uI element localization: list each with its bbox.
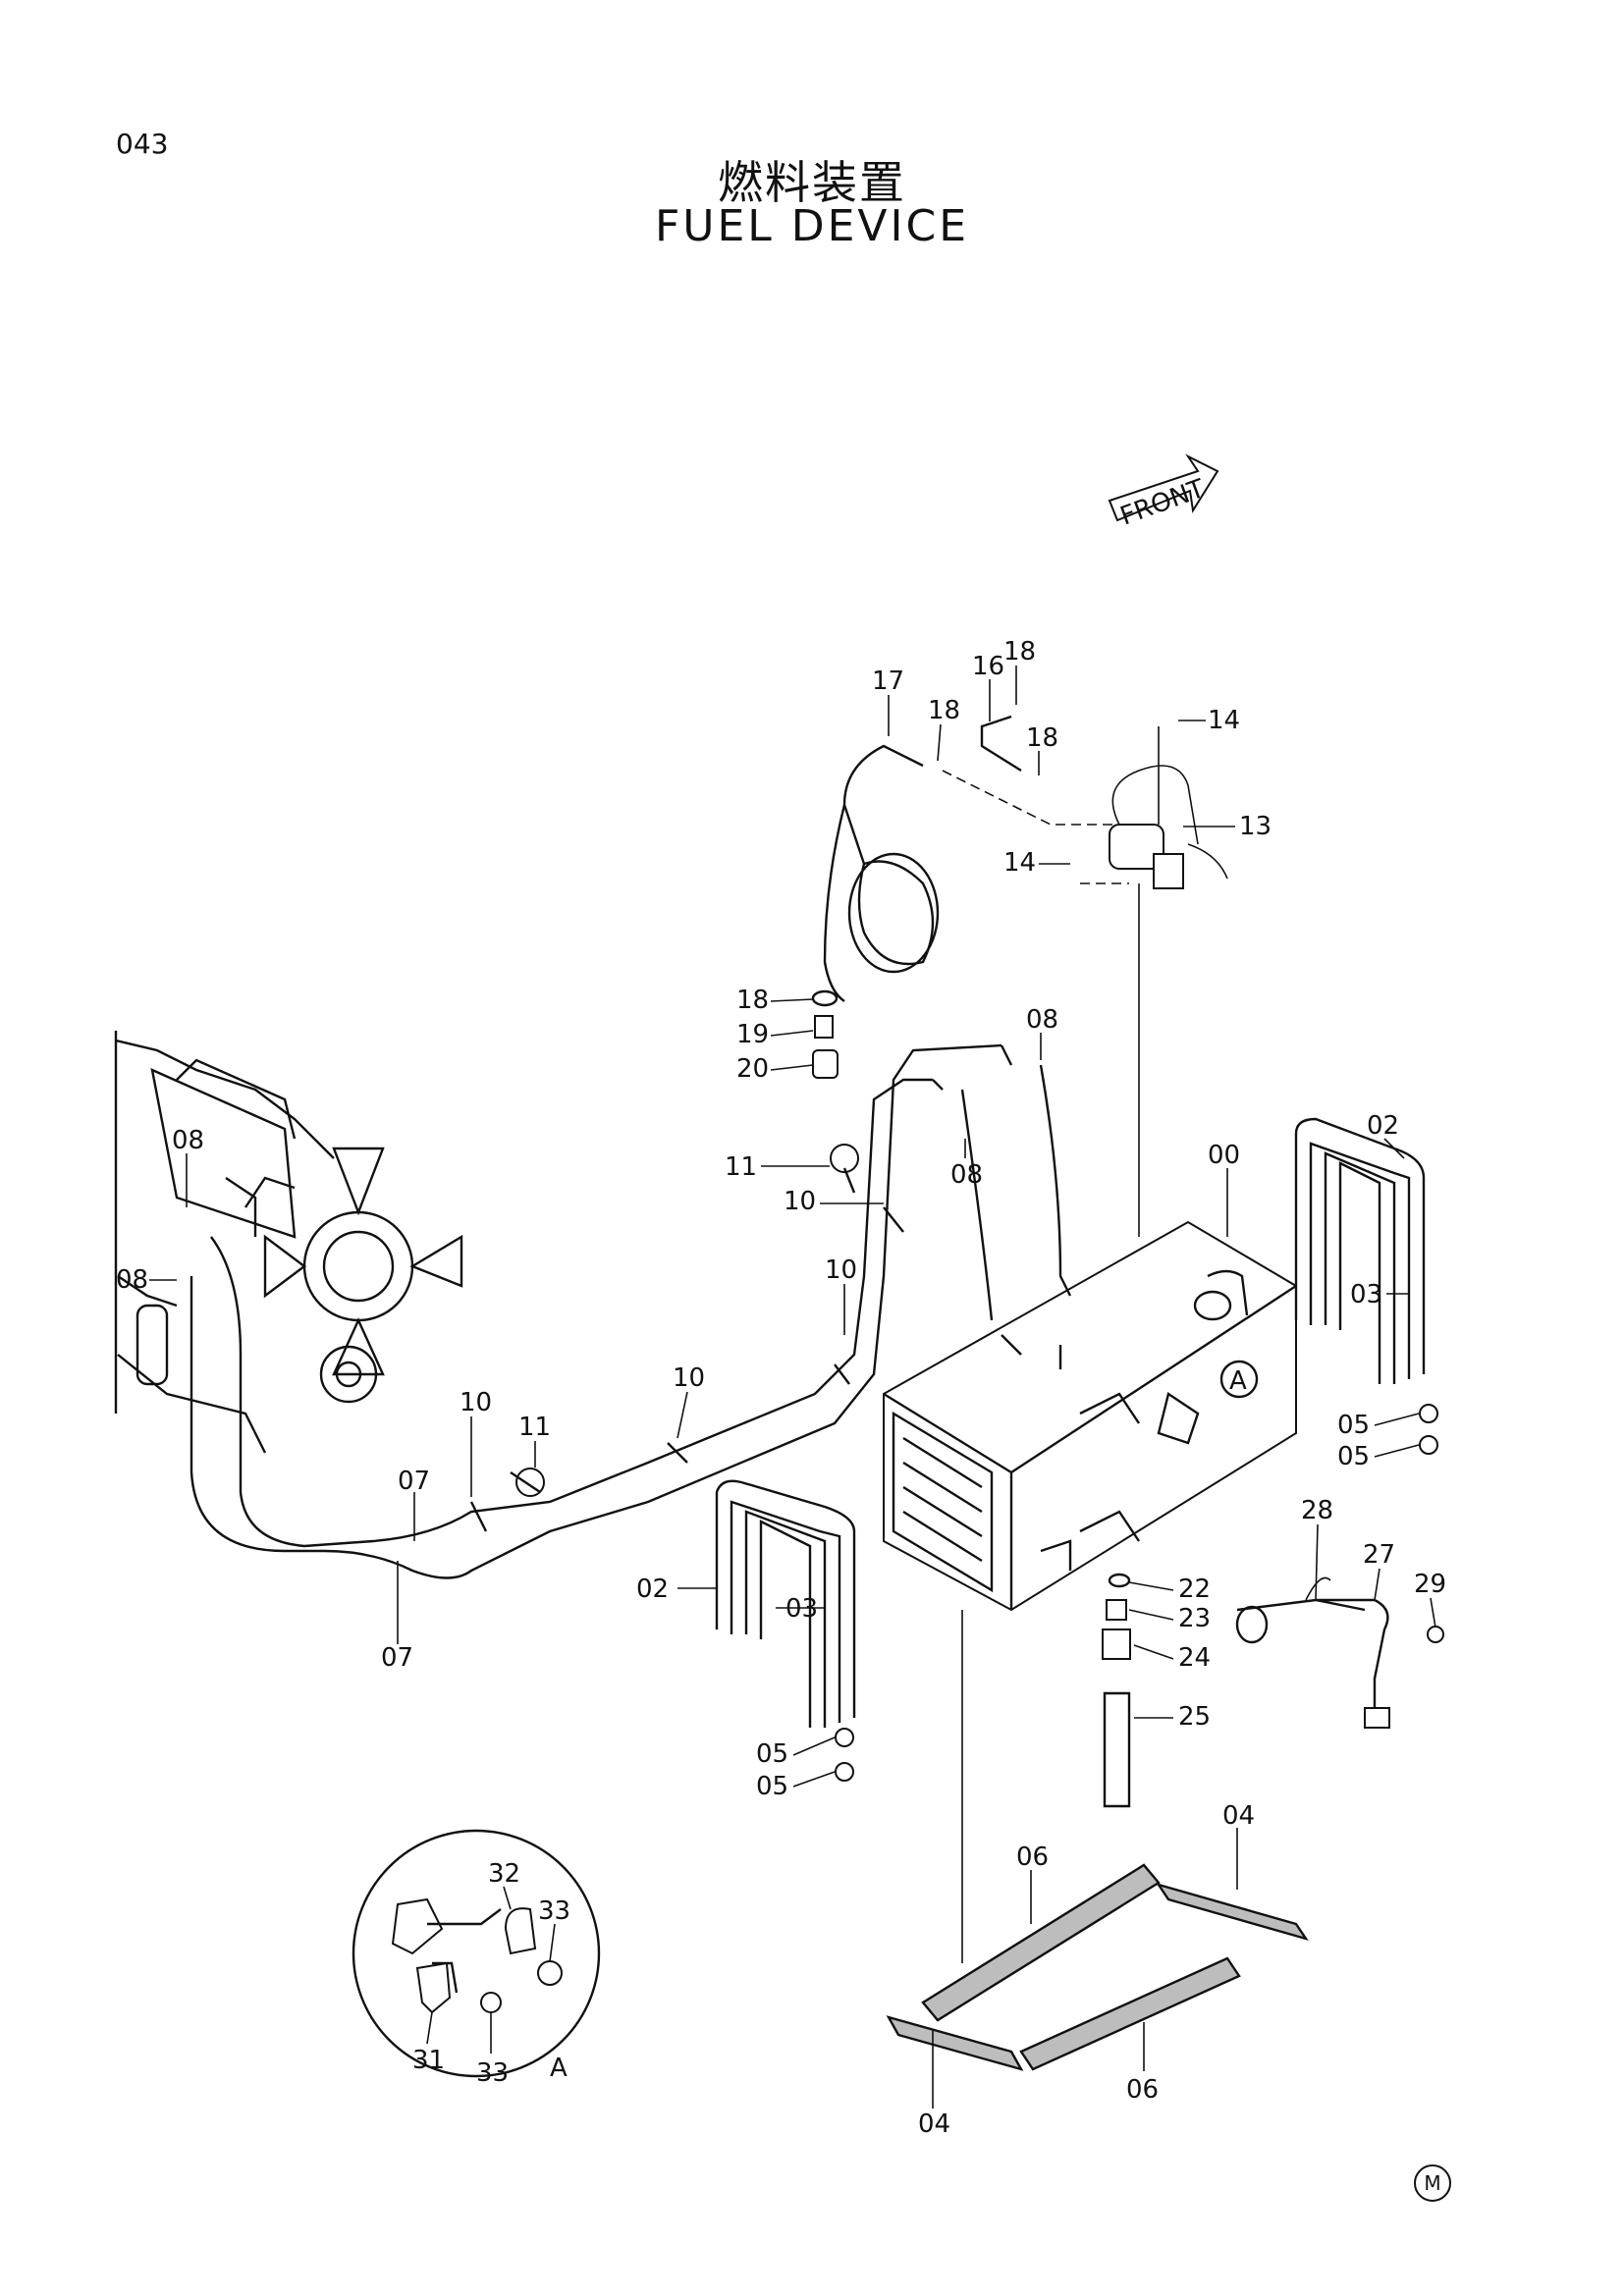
label-03-left: 03 [785,1594,818,1624]
nuts-05 [835,1404,1438,1782]
callout-letter: A [1229,1366,1247,1396]
label-08-c: 08 [1026,1005,1058,1035]
label-04-left: 04 [918,2109,950,2139]
label-19: 19 [736,1020,769,1049]
label-22: 22 [1178,1575,1211,1604]
label-05-c: 05 [756,1739,788,1769]
label-05-d: 05 [756,1772,788,1801]
label-28: 28 [1301,1496,1333,1525]
label-25: 25 [1178,1702,1211,1732]
leader-lines [149,666,1436,2109]
label-13: 13 [1239,812,1272,841]
fuel-pipes [189,1043,1013,1579]
fittings-18-19-20 [811,989,839,1079]
label-18-d: 18 [736,986,769,1015]
detail-callout: A [1219,1360,1259,1399]
label-07-upper: 07 [398,1467,430,1496]
fuel-tank-00 [883,1220,1297,1612]
level-sensor [1235,1576,1444,1729]
label-08-engine-a: 08 [172,1126,204,1155]
clamps-bolts [469,1144,904,1532]
label-10-d: 10 [460,1388,492,1417]
pipe-16 [980,715,1022,773]
label-17: 17 [872,667,904,696]
front-arrow: FRONT [1108,454,1219,532]
label-29: 29 [1414,1570,1446,1599]
pads [886,1610,1309,2071]
title-english: FUEL DEVICE [654,201,970,251]
label-10-b: 10 [825,1255,857,1285]
tank-return-lines [960,1064,1072,1321]
label-33-upper: 33 [538,1896,570,1926]
drain-assembly [1102,1573,1131,1808]
label-05-b: 05 [1337,1442,1370,1471]
label-07-lower: 07 [381,1643,413,1673]
page-number: 043 [116,128,169,160]
label-14-upper: 14 [1208,706,1240,735]
label-06-left: 06 [1016,1842,1049,1872]
label-10-a: 10 [784,1187,816,1216]
u-bolt-left [715,1479,856,1728]
label-10-c: 10 [673,1363,705,1393]
label-18-b: 18 [928,696,960,725]
part-labels: 00 02 03 02 03 04 04 05 05 05 05 06 06 0… [116,637,1446,2139]
label-33-lower: 33 [476,2058,509,2088]
label-02-left: 02 [636,1575,669,1604]
label-20: 20 [736,1054,769,1084]
label-31: 31 [412,2046,445,2075]
pipe-17-coil [823,744,940,1002]
footer-mark: M [1414,2164,1451,2202]
label-11-a: 11 [725,1152,757,1182]
label-23: 23 [1178,1604,1211,1633]
fuel-pump-13 [1109,765,1228,889]
label-06-right: 06 [1126,2075,1159,2105]
label-08-engine-b: 08 [116,1265,148,1295]
label-08-d: 08 [950,1160,983,1190]
label-00: 00 [1208,1141,1240,1170]
u-bolt-right [1294,1117,1426,1384]
label-32: 32 [488,1859,520,1889]
label-11-b: 11 [518,1413,551,1442]
label-03-right: 03 [1350,1280,1382,1309]
label-02-right: 02 [1367,1111,1399,1141]
engine [114,1031,463,1454]
title-japanese: 燃料装置 [718,156,906,209]
dashed-lines [942,726,1160,1237]
label-18-c: 18 [1026,723,1058,753]
label-18-a: 18 [1003,637,1036,667]
label-14-lower: 14 [1003,848,1036,878]
label-16: 16 [972,652,1004,681]
label-27: 27 [1363,1540,1395,1570]
detail-a: A [352,1829,601,2083]
label-04-right: 04 [1222,1801,1255,1831]
label-05-a: 05 [1337,1411,1370,1440]
detail-label: A [550,2054,568,2083]
label-24: 24 [1178,1643,1211,1673]
